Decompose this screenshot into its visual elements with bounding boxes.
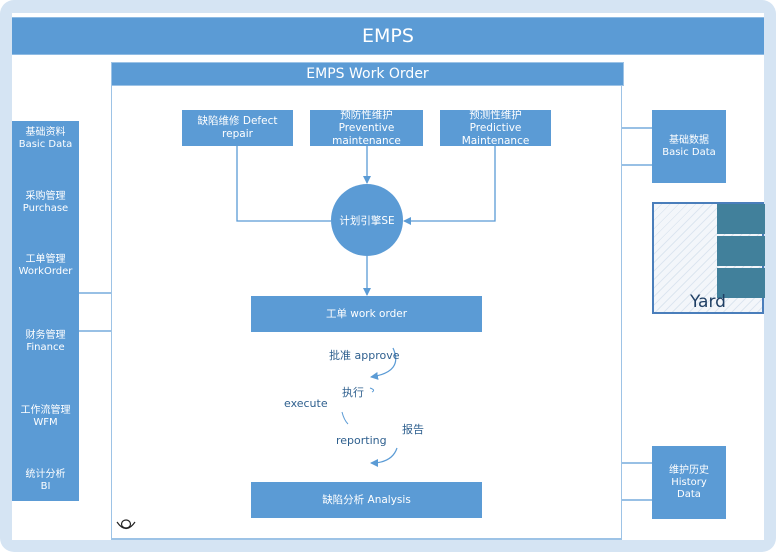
work-order-label: 工单 work order (325, 307, 408, 320)
sidebar-item-basic-data[interactable]: 基础资料 Basic Data (12, 127, 79, 151)
eye-icon[interactable] (115, 517, 137, 533)
predictive-maintenance-label: 预测性维护 Predictive Maintenance (461, 108, 530, 147)
sidebar-item-bi[interactable]: 统计分析 BI (12, 469, 79, 493)
sidebar-item-cn: 工作流管理 (20, 405, 71, 416)
history-en2: Data (677, 488, 701, 500)
execute-cn-label: 执行 (342, 386, 364, 399)
sidebar-item-finance[interactable]: 财务管理 Finance (12, 330, 79, 354)
basic-data-box[interactable]: 基础数据 Basic Data (652, 110, 726, 183)
app-title: EMPS (362, 25, 414, 47)
sidebar-item-cn: 基础资料 (25, 127, 66, 138)
app-title-bar: EMPS (12, 17, 764, 55)
yard-slot (717, 268, 765, 298)
sidebar-item-wfm[interactable]: 工作流管理 WFM (12, 405, 79, 429)
history-data-box[interactable]: 维护历史 History Data (652, 446, 726, 519)
defect-repair-box[interactable]: 缺陷维修 Defect repair (182, 110, 293, 146)
basic-data-en: Basic Data (662, 146, 716, 158)
yard-slot (717, 236, 765, 266)
preventive-maintenance-box[interactable]: 预防性维护 Preventive maintenance (310, 108, 423, 147)
analysis-label: 缺陷分析 Analysis (322, 493, 411, 506)
analysis-box[interactable]: 缺陷分析 Analysis (251, 482, 482, 518)
planning-engine-label: 计划引擎SE (339, 214, 395, 227)
workorder-panel-title: EMPS Work Order (111, 62, 624, 86)
predictive-maintenance-box[interactable]: 预测性维护 Predictive Maintenance (440, 108, 551, 147)
sidebar-item-cn: 财务管理 (25, 330, 66, 341)
yard-block[interactable]: Yard (652, 202, 765, 314)
sidebar-item-en: Purchase (22, 203, 69, 214)
sidebar-item-workorder[interactable]: 工单管理 WorkOrder (12, 254, 79, 278)
report-cn-label: 报告 (402, 423, 424, 436)
yard-label: Yard (690, 292, 726, 312)
sidebar-item-en: Finance (26, 342, 65, 353)
defect-repair-label: 缺陷维修 Defect repair (197, 115, 278, 140)
yard-slot (717, 204, 765, 234)
sidebar-item-en: WFM (33, 417, 58, 428)
sidebar-item-en: BI (40, 481, 51, 492)
report-en-label: reporting (336, 434, 387, 447)
sidebar-item-en: WorkOrder (18, 266, 73, 277)
sidebar-item-cn: 统计分析 (25, 469, 66, 480)
history-en1: History (671, 476, 707, 488)
sidebar-item-en: Basic Data (18, 139, 73, 150)
basic-data-cn: 基础数据 (669, 134, 709, 146)
workorder-title-text: EMPS Work Order (306, 66, 429, 82)
sidebar-item-purchase[interactable]: 采购管理 Purchase (12, 191, 79, 215)
work-order-box[interactable]: 工单 work order (251, 296, 482, 332)
sidebar-item-cn: 工单管理 (25, 254, 66, 265)
approve-label: 批准 approve (329, 349, 400, 362)
execute-en-label: execute (284, 397, 328, 410)
preventive-maintenance-label: 预防性维护 Preventive maintenance (332, 108, 401, 147)
sidebar-item-cn: 采购管理 (25, 191, 66, 202)
planning-engine-node[interactable]: 计划引擎SE (331, 184, 403, 256)
module-sidebar: 基础资料 Basic Data 采购管理 Purchase 工单管理 WorkO… (12, 121, 79, 501)
history-cn: 维护历史 (669, 464, 709, 476)
